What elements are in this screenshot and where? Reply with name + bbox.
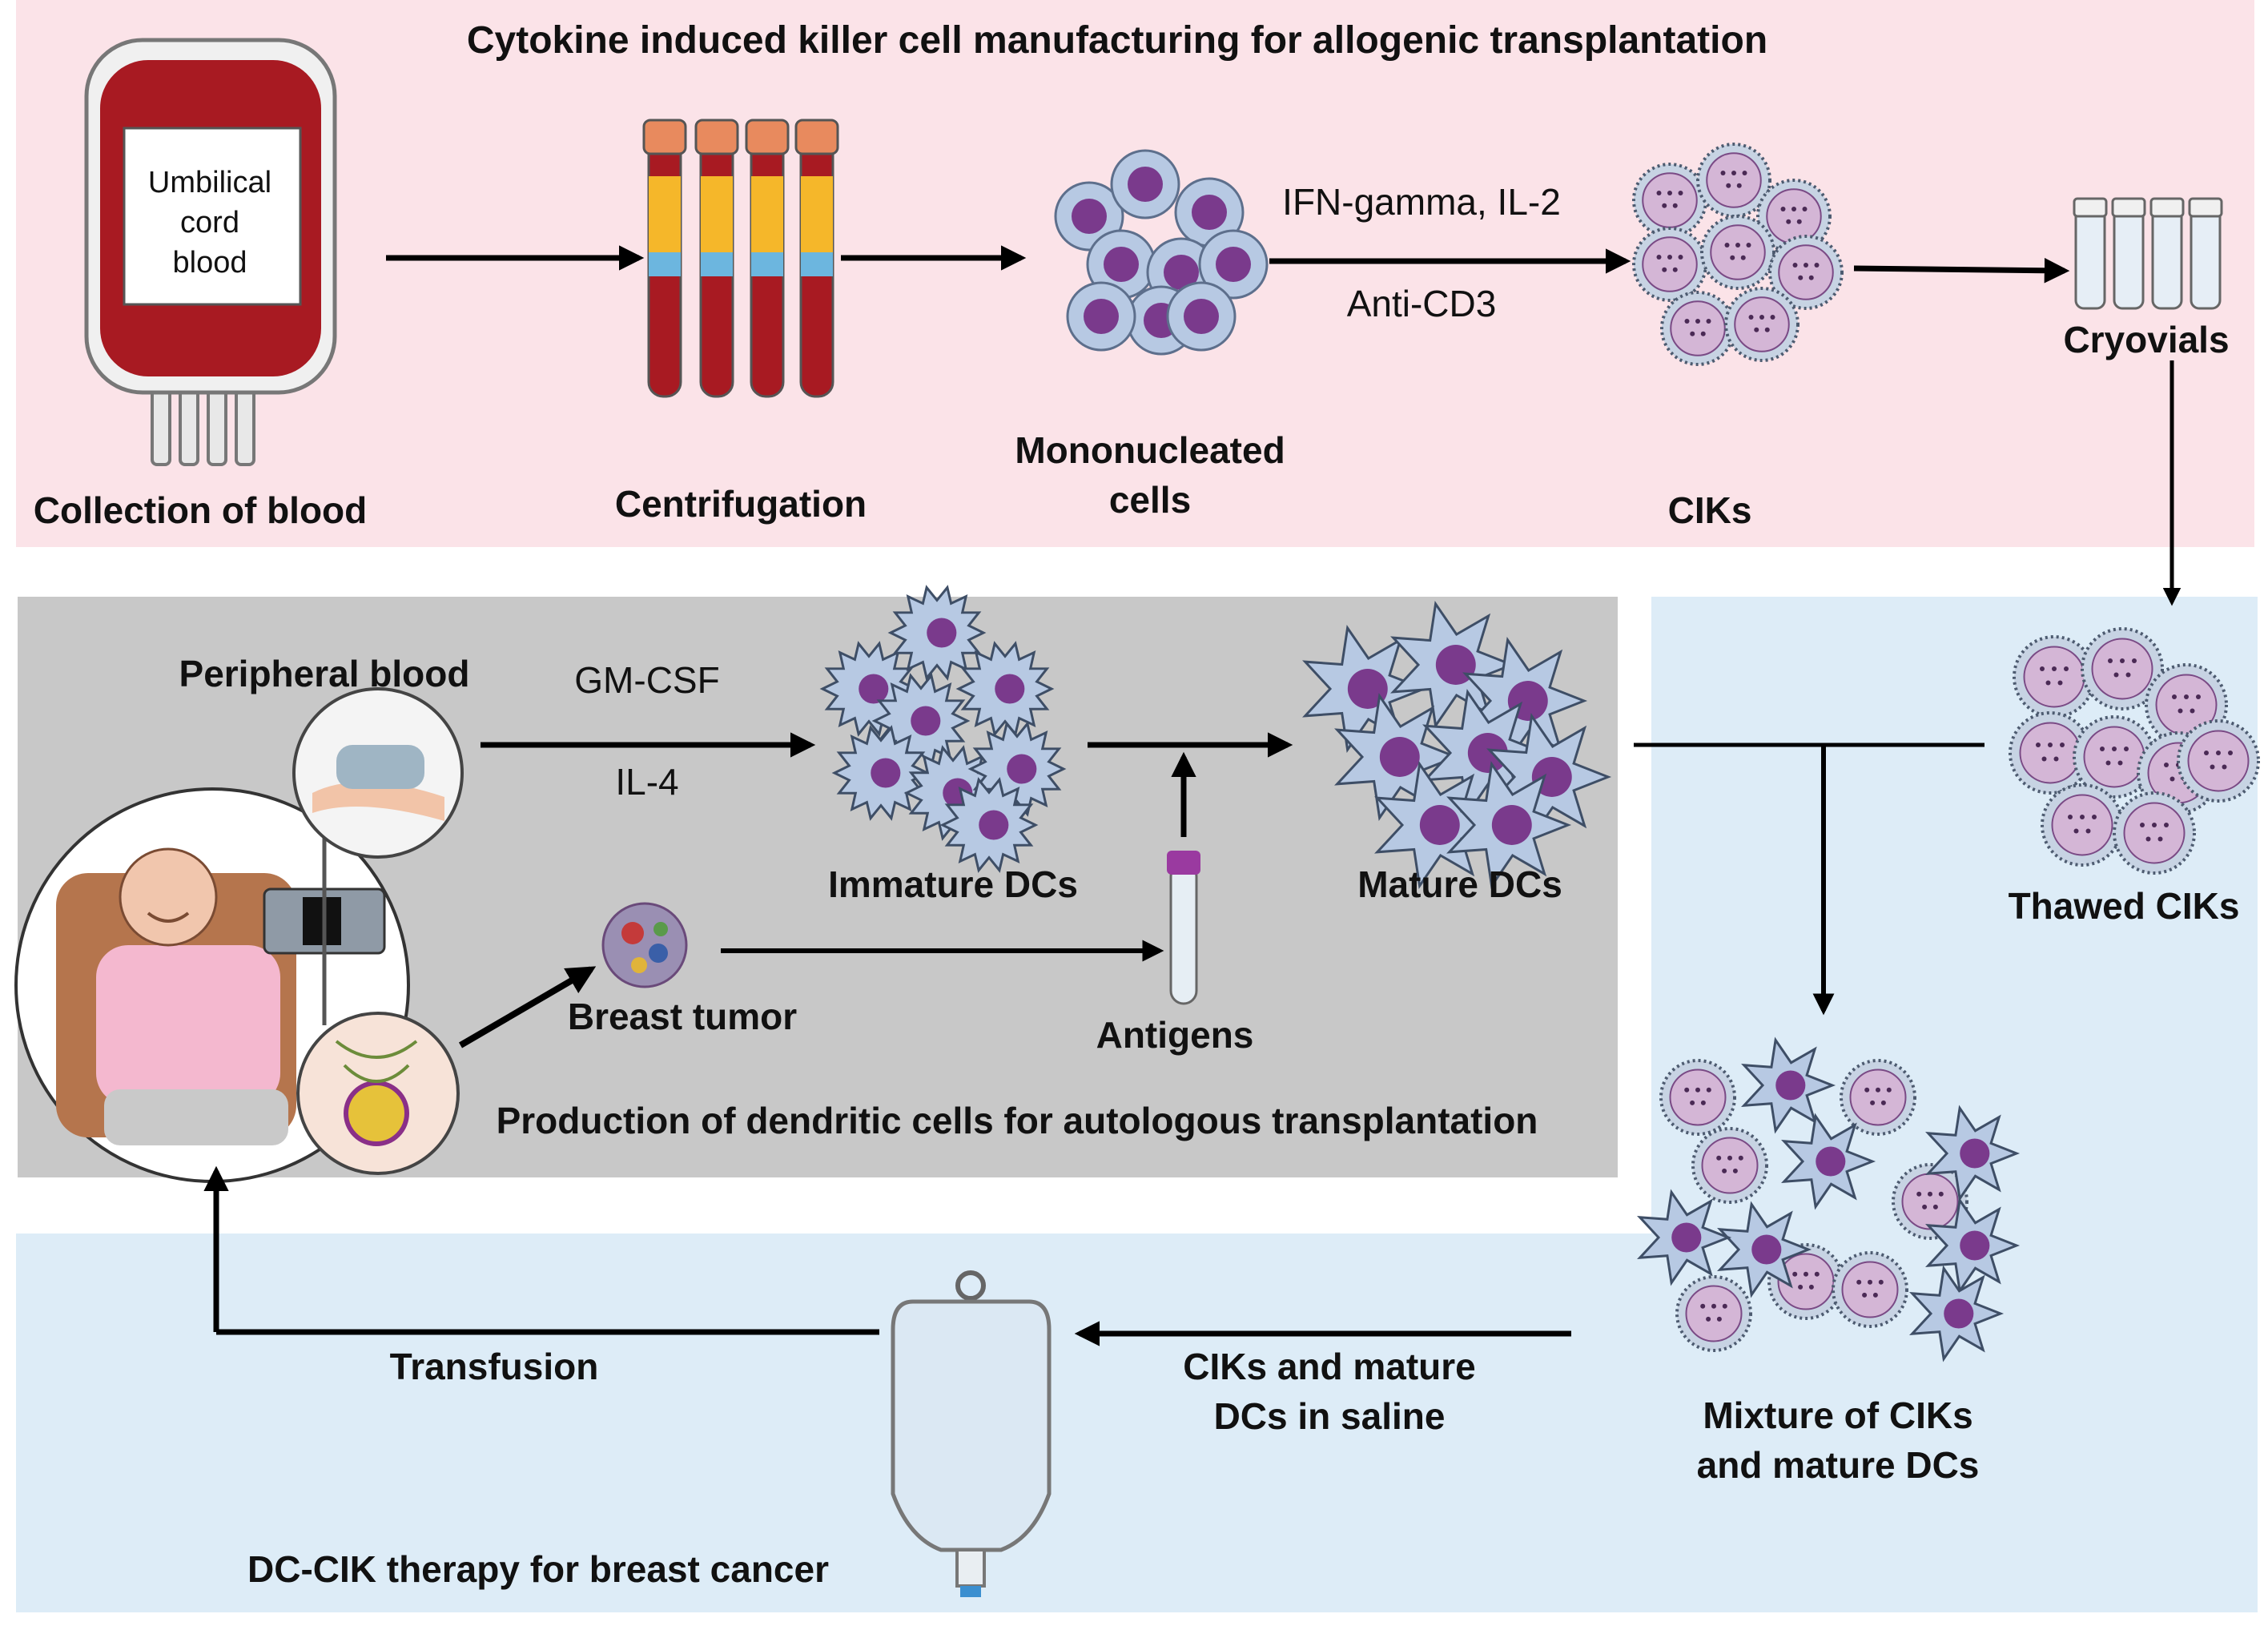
- mature-dcs-label: Mature DCs: [1357, 863, 1562, 905]
- centrifugation-label: Centrifugation: [615, 483, 867, 525]
- mixture-label-line-2: and mature DCs: [1697, 1444, 1980, 1486]
- reagent-anti-cd3-label: Anti-CD3: [1347, 283, 1497, 324]
- ciks-cluster-icon: [1632, 143, 1844, 366]
- patient-illustration: [14, 687, 464, 1183]
- thawed-ciks-label: Thawed CIKs: [2009, 885, 2240, 927]
- arrow-ciks-to-cryovials: [1853, 257, 2070, 284]
- bag-label-line-2: cord: [180, 206, 239, 239]
- bag-label-line-1: Umbilical: [148, 166, 271, 199]
- arrow-patient-to-tumor: [458, 966, 597, 1048]
- immature-dcs-label: Immature DCs: [828, 863, 1078, 905]
- saline-label-line-1: CIKs and mature: [1183, 1346, 1476, 1387]
- ciks-label: CIKs: [1668, 489, 1752, 531]
- top-section-title: Cytokine induced killer cell manufacturi…: [467, 19, 1767, 62]
- centrifuge-tubes-icon: [642, 119, 839, 398]
- immature-dcs-icon: [819, 585, 1067, 873]
- bottom-panel: [16, 1234, 1651, 1612]
- transfusion-label: Transfusion: [390, 1346, 599, 1387]
- mixture-label-line-1: Mixture of CIKs: [1703, 1395, 1972, 1436]
- il-4-label: IL-4: [615, 761, 678, 803]
- peripheral-blood-label: Peripheral blood: [179, 653, 470, 694]
- mononucleated-label-line-1: Mononucleated: [1015, 429, 1285, 471]
- saline-bag-icon: [891, 1270, 1052, 1597]
- antigen-tube-icon: [1167, 851, 1200, 1005]
- gm-csf-label: GM-CSF: [574, 659, 719, 701]
- bag-label-line-3: blood: [173, 246, 247, 280]
- mononucleated-label-line-2: cells: [1109, 479, 1191, 521]
- breast-tumor-icon: [601, 902, 688, 988]
- antigens-label: Antigens: [1096, 1014, 1254, 1056]
- dc-production-section-label: Production of dendritic cells for autolo…: [497, 1100, 1538, 1141]
- saline-label-line-2: DCs in saline: [1214, 1395, 1446, 1437]
- breast-tumor-label: Breast tumor: [568, 996, 797, 1037]
- thawed-ciks-icon: [2009, 627, 2260, 875]
- blood-bag-icon: [84, 38, 337, 466]
- reagent-ifn-il2-label: IFN-gamma, IL-2: [1282, 181, 1561, 223]
- mature-dcs-icon: [1302, 601, 1612, 889]
- dc-cik-therapy-section-label: DC-CIK therapy for breast cancer: [247, 1548, 829, 1590]
- mononucleated-cells-icon: [1054, 149, 1269, 356]
- mixture-cells-icon: [1637, 1036, 2021, 1362]
- cryovials-icon: [2073, 197, 2223, 310]
- cryovials-label: Cryovials: [2063, 319, 2229, 360]
- collection-of-blood-label: Collection of blood: [34, 489, 368, 531]
